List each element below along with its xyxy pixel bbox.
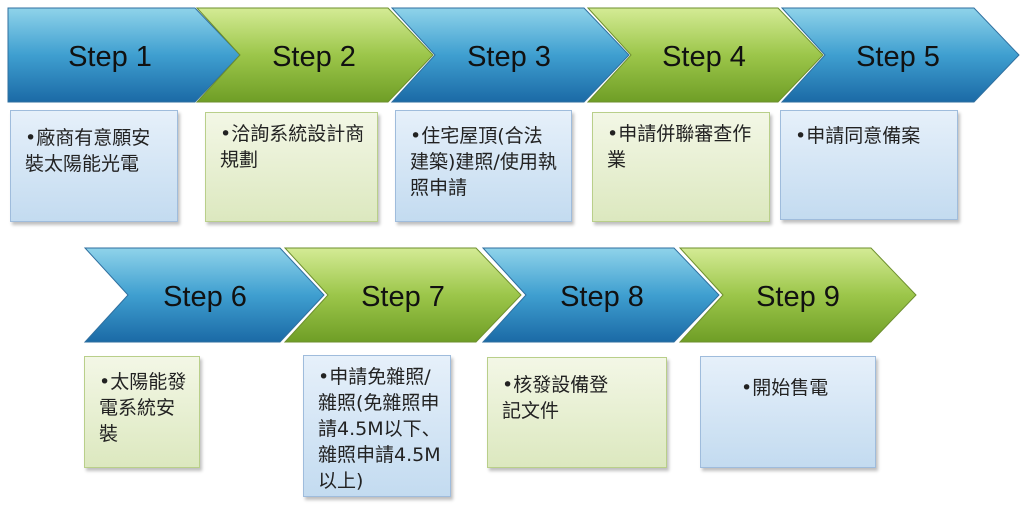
step-4-arrow: Step 4 <box>586 7 824 103</box>
step-8-label: Step 8 <box>560 281 644 313</box>
step-6-arrow: Step 6 <box>83 247 325 343</box>
step-2-label: Step 2 <box>272 41 356 73</box>
step-7-description: •申請免雜照/雜照(免雜照申請4.5M以下、雜照申請4.5M以上) <box>303 355 451 497</box>
step-9-description: •開始售電 <box>700 356 876 468</box>
step-5-arrow: Step 5 <box>780 7 1020 103</box>
step-2-arrow: Step 2 <box>195 7 434 103</box>
step-1-description: •廠商有意願安裝太陽能光電 <box>10 110 178 222</box>
step-1-arrow: Step 1 <box>7 7 241 103</box>
step-8-description: •核發設備登記文件 <box>487 357 667 468</box>
step-7-label: Step 7 <box>361 281 445 313</box>
step-2-description: •洽詢系統設計商規劃 <box>205 112 378 222</box>
step-6-label: Step 6 <box>163 281 247 313</box>
step-1-label: Step 1 <box>68 41 152 73</box>
step-9-label: Step 9 <box>756 281 840 313</box>
step-7-arrow: Step 7 <box>283 247 522 343</box>
step-8-arrow: Step 8 <box>481 247 720 343</box>
step-3-label: Step 3 <box>467 41 551 73</box>
step-6-description: •太陽能發電系統安裝 <box>84 356 200 468</box>
step-5-description: •申請同意備案 <box>780 110 958 220</box>
step-5-label: Step 5 <box>856 41 940 73</box>
step-4-description: •申請併聯審查作業 <box>592 112 770 222</box>
step-4-label: Step 4 <box>662 41 746 73</box>
step-9-arrow: Step 9 <box>678 247 917 343</box>
step-3-description: •住宅屋頂(合法建築)建照/使用執照申請 <box>395 110 572 222</box>
step-3-arrow: Step 3 <box>390 7 630 103</box>
